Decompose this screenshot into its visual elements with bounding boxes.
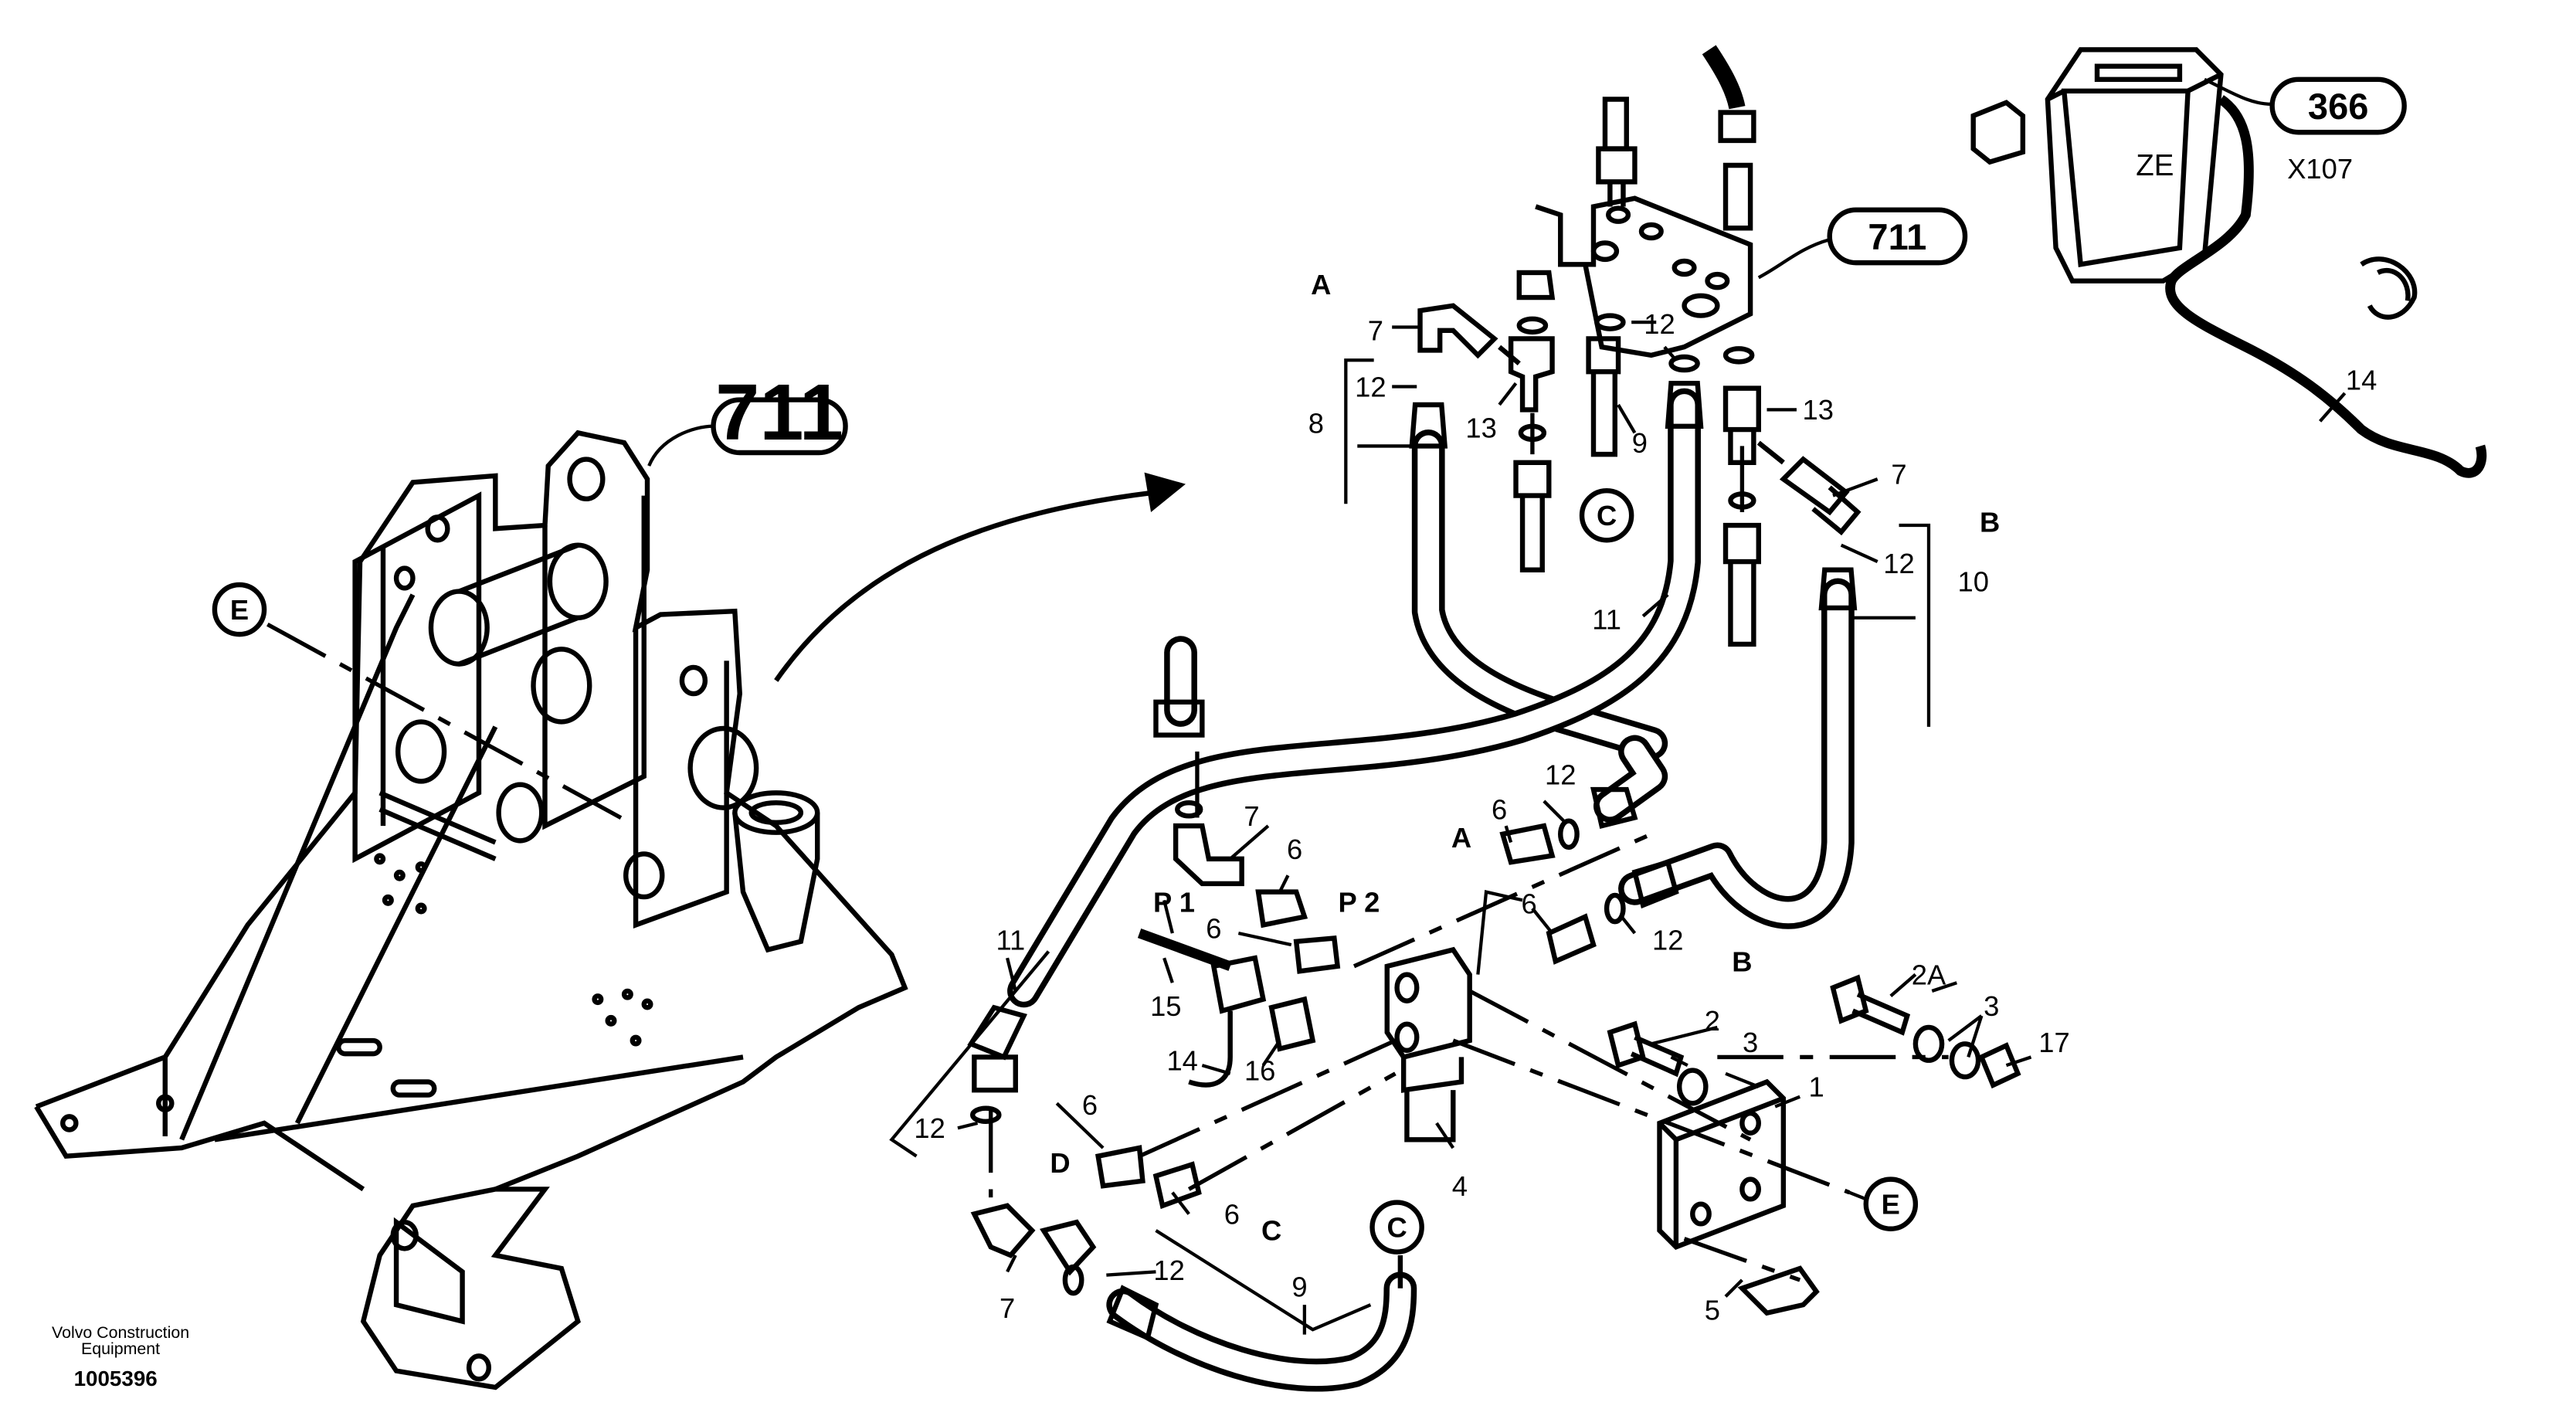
num-15: 15 [1150, 990, 1181, 1022]
num-3-right: 3 [1984, 990, 1999, 1022]
ecu-label: ZE [2136, 149, 2174, 182]
num-12-mid: 12 [1545, 759, 1576, 791]
svg-text:C: C [1597, 500, 1617, 531]
num-5: 5 [1705, 1294, 1720, 1326]
svg-text:711: 711 [715, 368, 843, 457]
num-9-top: 9 [1632, 427, 1648, 459]
num-2a: 2A [1912, 959, 1946, 990]
detail-arrow [774, 472, 1186, 682]
num-2: 2 [1705, 1005, 1720, 1037]
letter-b-mid: B [1732, 946, 1752, 977]
e-frame-leader [266, 622, 637, 828]
num-16: 16 [1244, 1054, 1275, 1086]
num-6-mid-b: 6 [1522, 888, 1537, 919]
circle-c-top[interactable]: C [1579, 487, 1634, 543]
loader-front-frame [34, 429, 908, 1390]
num-13-left: 13 [1465, 413, 1496, 444]
valve-assembly [969, 800, 1626, 1296]
ecu-connector-label: X107 [2287, 153, 2353, 185]
num-12-topmid: 12 [1644, 308, 1675, 340]
circle-e-plate[interactable]: E [1863, 1176, 1919, 1231]
svg-text:C: C [1386, 1211, 1407, 1243]
brand-line-1: Volvo Construction [52, 1323, 189, 1342]
num-12-bottom: 12 [1153, 1255, 1184, 1286]
num-12-right: 12 [1883, 548, 1914, 579]
ref-pill-711-bracket[interactable]: 711 [1827, 207, 1968, 266]
control-unit-ze [1970, 47, 2487, 478]
letter-p2: P 2 [1338, 886, 1380, 918]
num-8: 8 [1308, 407, 1324, 439]
num-6-p1: 6 [1206, 913, 1221, 945]
num-10: 10 [1957, 566, 1988, 598]
num-1: 1 [1808, 1071, 1824, 1103]
num-14-wire: 14 [2346, 365, 2377, 396]
hose-end-fittings [967, 380, 1858, 1342]
num-14-conn: 14 [1166, 1045, 1197, 1077]
letter-d-left: D [1050, 1147, 1070, 1179]
top-fittings [1417, 45, 1862, 647]
letter-c-mid: C [1261, 1215, 1281, 1247]
letter-a-top: A [1311, 269, 1331, 300]
num-3-left: 3 [1743, 1027, 1758, 1058]
num-11-left: 11 [996, 924, 1025, 956]
svg-text:E: E [1882, 1189, 1900, 1221]
part-numbers: 7 12 8 13 12 9 11 13 7 12 10 14 12 6 6 1… [914, 308, 2377, 1326]
letter-b-right: B [1980, 507, 2000, 538]
num-13-right: 13 [1803, 394, 1834, 426]
num-17: 17 [2038, 1027, 2069, 1058]
num-12-topleft: 12 [1355, 371, 1386, 402]
brand-line-2: Equipment [81, 1339, 160, 1358]
num-6-c: 6 [1224, 1198, 1240, 1230]
top-mounting-bracket [1535, 195, 1753, 358]
port-letters: A B A B C D P 1 P 2 [1050, 269, 2000, 1247]
diagram-footer: Volvo Construction Equipment 1005396 [52, 1323, 189, 1390]
num-11-top: 11 [1592, 604, 1621, 636]
num-7-top: 7 [1368, 315, 1383, 347]
num-6-d: 6 [1082, 1089, 1098, 1121]
num-6-mid-a: 6 [1492, 794, 1507, 826]
bolts-and-washers [1607, 974, 2021, 1316]
num-12-left: 12 [914, 1112, 945, 1144]
mounting-plate-1 [1657, 1078, 1787, 1251]
svg-text:E: E [230, 594, 249, 626]
num-7-bottom: 7 [1000, 1292, 1015, 1324]
svg-text:711: 711 [1868, 216, 1926, 257]
hoses [1007, 388, 1855, 1392]
ref-pill-711-frame[interactable]: 711 [711, 368, 848, 457]
circle-e-frame[interactable]: E [212, 582, 267, 637]
leader-lines [647, 77, 2347, 1335]
num-7-right: 7 [1891, 459, 1906, 491]
letter-p1: P 1 [1153, 886, 1195, 918]
num-4: 4 [1452, 1170, 1468, 1202]
letter-a-mid: A [1451, 822, 1471, 854]
num-7-mid: 7 [1244, 800, 1259, 832]
num-12-mid-b: 12 [1652, 924, 1683, 956]
ref-pill-366-ecu[interactable]: 366 [2269, 76, 2407, 135]
num-9-bottom: 9 [1291, 1271, 1307, 1302]
svg-text:366: 366 [2308, 86, 2368, 127]
num-6-p2: 6 [1287, 834, 1302, 865]
figure-code: 1005396 [74, 1367, 158, 1390]
circle-c-bottom[interactable]: C [1369, 1200, 1424, 1255]
